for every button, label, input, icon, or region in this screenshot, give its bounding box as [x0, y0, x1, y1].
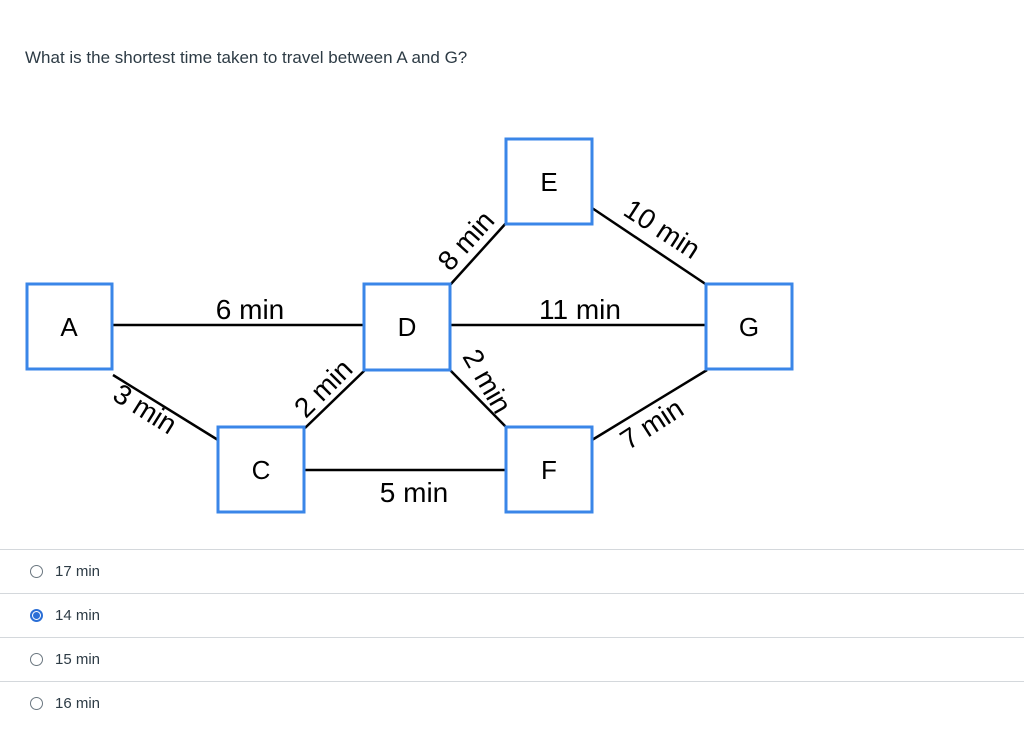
- answer-option-15[interactable]: 15 min: [0, 637, 1024, 681]
- radio-selected-dot: [33, 612, 40, 619]
- node-g-label: G: [739, 312, 759, 342]
- answer-label: 15 min: [55, 651, 101, 668]
- radio-button[interactable]: [30, 697, 43, 710]
- node-e: E: [504, 137, 594, 226]
- node-c: C: [216, 425, 306, 514]
- node-d-label: D: [398, 312, 417, 342]
- node-e-label: E: [540, 167, 557, 197]
- node-c-label: C: [252, 455, 271, 485]
- question-text: What is the shortest time taken to trave…: [25, 48, 468, 67]
- edge-f-g: [591, 368, 708, 442]
- edge-label-a-c: 3 min: [108, 378, 182, 441]
- answer-label: 14 min: [55, 607, 101, 624]
- radio-button[interactable]: [30, 653, 43, 666]
- node-f: F: [504, 425, 594, 514]
- node-f-label: F: [541, 455, 557, 485]
- edge-e-g: [591, 206, 708, 287]
- edge-a-c: [112, 373, 219, 442]
- answer-option-16[interactable]: 16 min: [0, 681, 1024, 725]
- node-g: G: [704, 282, 794, 371]
- edge-label-d-g: 11 min: [539, 294, 621, 325]
- node-d: D: [362, 282, 452, 372]
- answer-label: 17 min: [55, 563, 101, 580]
- edge-d-f: [449, 369, 508, 429]
- radio-button[interactable]: [30, 565, 43, 578]
- edge-label-d-f: 2 min: [457, 344, 518, 419]
- answer-list: 17 min 14 min 15 min 16 min: [0, 549, 1024, 725]
- answer-option-17[interactable]: 17 min: [0, 549, 1024, 593]
- edge-c-d: [304, 369, 366, 429]
- node-a: A: [25, 282, 114, 371]
- edge-label-a-d: 6 min: [216, 294, 284, 325]
- answer-label: 16 min: [55, 695, 101, 712]
- node-a-label: A: [60, 312, 78, 342]
- radio-button-selected[interactable]: [30, 609, 43, 622]
- edge-label-c-f: 5 min: [380, 477, 448, 508]
- edge-label-c-d: 2 min: [288, 353, 358, 423]
- edge-label-f-g: 7 min: [615, 392, 689, 455]
- edge-d-e: [449, 221, 508, 286]
- route-diagram: A C D E F G 6 min 11 min 5 min 3 min 2 m…: [25, 137, 794, 514]
- answer-option-14[interactable]: 14 min: [0, 593, 1024, 637]
